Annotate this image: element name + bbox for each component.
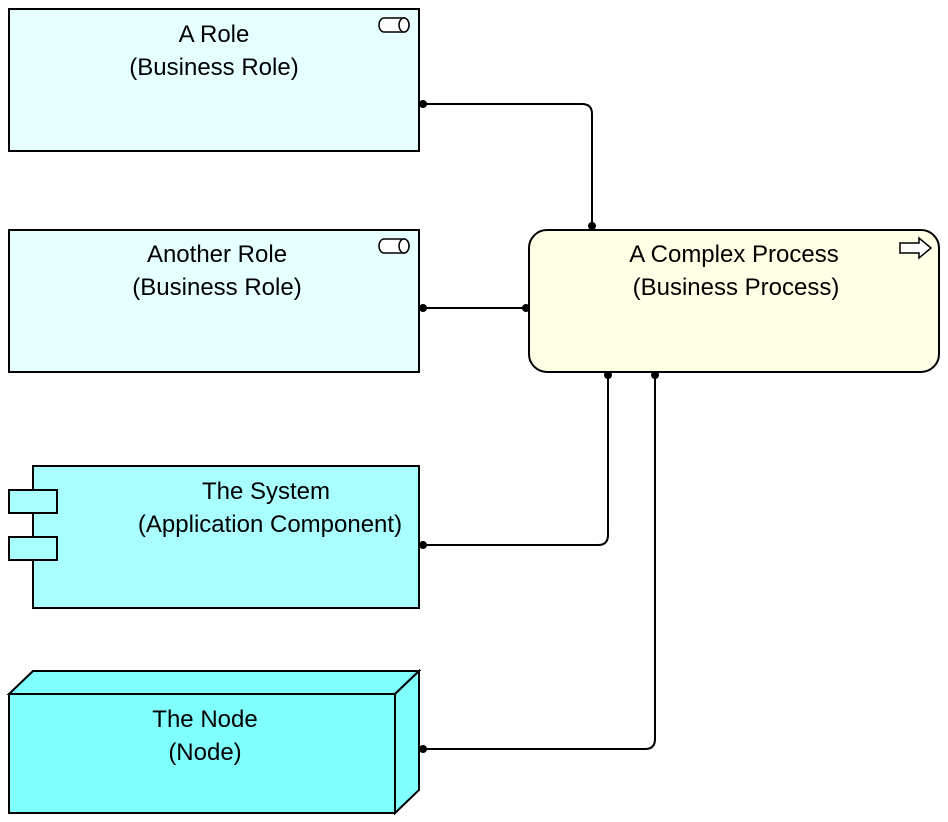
element-name: A Role [179,21,250,48]
node-top-face [6,670,422,695]
connection-end-dot [588,222,596,230]
element-a-role[interactable]: A Role (Business Role) [8,8,420,152]
connection-start-dot [419,745,427,753]
element-name: The Node [152,706,257,733]
element-type-label: (Business Role) [129,54,298,81]
connection-start-dot [419,541,427,549]
connection-start-dot [419,304,427,312]
element-name: A Complex Process [629,241,838,268]
element-a-complex-process[interactable]: A Complex Process (Business Process) [528,229,940,373]
element-name: The System [202,478,330,505]
business-role-icon [378,17,410,33]
element-type-label: (Business Process) [633,274,840,301]
connection-system-to-process[interactable] [423,375,609,546]
business-role-icon [378,238,410,254]
application-component-icon [8,489,58,561]
element-type-label: (Node) [168,739,241,766]
connection-role-a-to-process[interactable] [423,103,593,226]
element-another-role[interactable]: Another Role (Business Role) [8,229,420,373]
element-name: Another Role [147,241,287,268]
element-the-node[interactable]: The Node (Node) [6,668,422,816]
connection-start-dot [419,100,427,108]
node-front-face [8,693,396,814]
element-box [8,229,420,373]
connections [419,100,659,753]
element-box [528,229,940,373]
business-process-arrow-icon [899,236,933,260]
element-box [32,465,420,609]
connection-node-to-process[interactable] [423,375,656,750]
element-the-system[interactable]: The System (Application Component) [8,465,420,609]
element-type-label: (Application Component) [138,511,402,538]
element-type-label: (Business Role) [132,274,301,301]
node-side-face [394,668,420,816]
element-box [8,8,420,152]
